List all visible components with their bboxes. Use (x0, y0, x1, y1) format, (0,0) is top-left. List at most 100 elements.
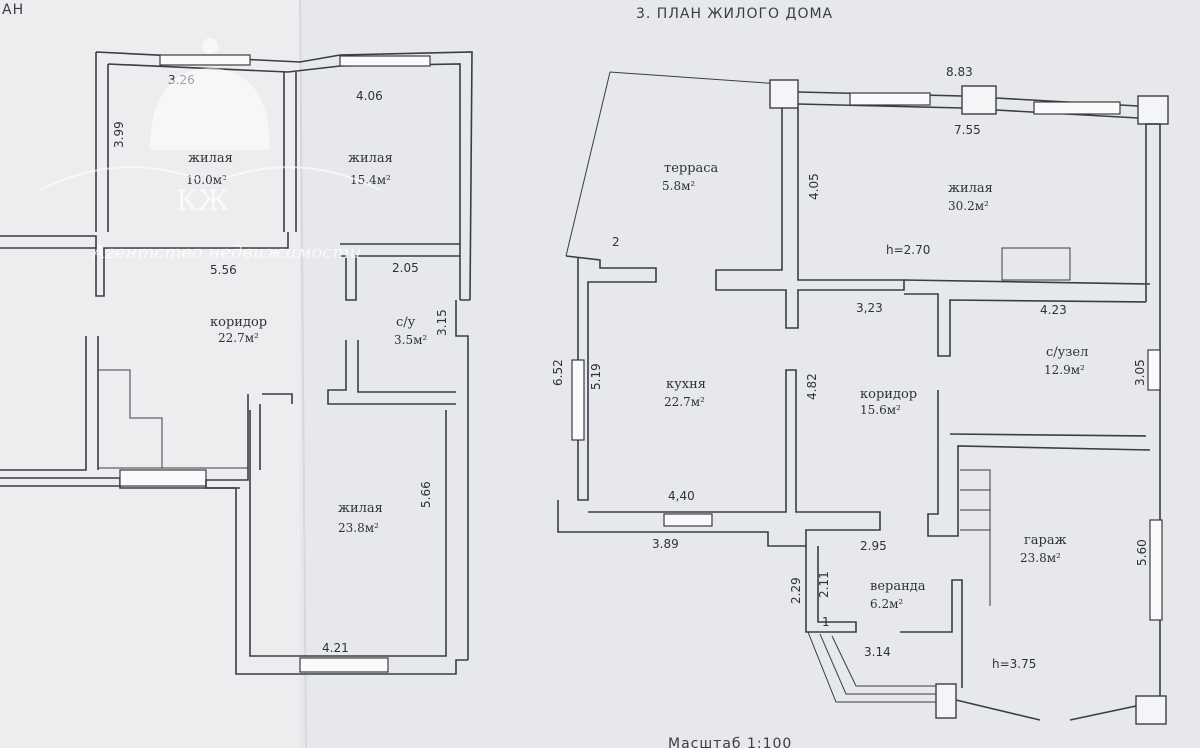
room-name: коридор (860, 387, 917, 402)
dimension: 2.05 (392, 261, 419, 275)
window (1033, 101, 1121, 115)
left-plan: жилая 10.0м² жилая 15.4м² коридор 22.7м²… (0, 51, 473, 675)
dimension: h=3.75 (992, 657, 1036, 671)
dimension: 5.60 (1135, 539, 1149, 566)
room-name: жилая (948, 181, 993, 196)
bedroom-walls (249, 410, 447, 657)
dimension: 4.05 (807, 173, 821, 200)
window (1147, 349, 1161, 391)
watermark-monogram: КЖ (176, 184, 230, 217)
dimension: 4.23 (1040, 303, 1067, 317)
column (769, 79, 799, 109)
room-area: 23.8м² (1020, 551, 1061, 565)
wall (1145, 123, 1161, 716)
column (961, 85, 997, 115)
wall (955, 699, 1137, 721)
page-title: 3. ПЛАН ЖИЛОГО ДОМА (636, 6, 833, 22)
dimension: 3.14 (864, 645, 891, 659)
wall (565, 255, 657, 501)
watermark-agency: Агентство недвижимости (90, 242, 361, 263)
room-name: веранда (870, 579, 926, 594)
room-area: 5.8м² (662, 179, 695, 193)
dimension: 5.56 (210, 263, 237, 277)
room-area: 10.0м² (186, 173, 227, 187)
paper-fold (299, 0, 307, 748)
wall (927, 390, 1151, 537)
dimension: 5.19 (589, 363, 603, 390)
fireplace (1001, 247, 1071, 281)
room-area: 3.5м² (394, 333, 427, 347)
window (1149, 519, 1163, 621)
dimension: 3.99 (112, 121, 126, 148)
room-name: с/у (396, 315, 416, 330)
dimension: 3.05 (1133, 359, 1147, 386)
window (299, 657, 389, 673)
dimension: 5.66 (419, 481, 433, 508)
room-name: кухня (666, 377, 706, 392)
room-area: 6.2м² (870, 597, 903, 611)
dimension: 4.06 (356, 89, 383, 103)
dimension: 3.15 (435, 309, 449, 336)
dimension: 2.11 (817, 571, 831, 598)
room-name: жилая (338, 501, 383, 516)
agency-watermark: КЖ Агентство недвижимости (39, 38, 381, 263)
dimension: 2.95 (860, 539, 887, 553)
room-area: 15.6м² (860, 403, 901, 417)
wall (903, 279, 1151, 357)
veranda-walls (805, 546, 963, 688)
dimension: 8.83 (946, 65, 973, 79)
dimension: 3.89 (652, 537, 679, 551)
window (159, 54, 251, 66)
wall (0, 232, 289, 297)
window (571, 359, 585, 441)
room-area: 22.7м² (664, 395, 705, 409)
dimension: 2.29 (789, 577, 803, 604)
room-name: жилая (188, 151, 233, 166)
room-area: 12.9м² (1044, 363, 1085, 377)
wc-walls (327, 340, 456, 405)
section-marker: 1 (822, 615, 830, 629)
dimension: 4.21 (322, 641, 349, 655)
column (1135, 695, 1167, 725)
dimension: 4,40 (668, 489, 695, 503)
scale-note: Масштаб 1:100 (668, 736, 792, 748)
left-top-walls (95, 51, 473, 301)
right-plan: терраса 5.8м² жилая 30.2м² кухня 22.7м² … (551, 65, 1169, 725)
room-area: 15.4м² (350, 173, 391, 187)
window (849, 92, 931, 106)
room-name: гараж (1024, 533, 1067, 548)
wall (205, 393, 468, 675)
paper-panel-right (300, 0, 1200, 748)
ornament-icon (39, 166, 381, 191)
column (935, 683, 957, 719)
wall (557, 369, 881, 547)
dimension: 7.55 (954, 123, 981, 137)
steps (807, 631, 936, 703)
stair (960, 469, 991, 606)
room-name: терраса (664, 161, 719, 176)
left-header-fragment: АН (2, 2, 24, 18)
window (119, 469, 207, 487)
dimension: h=2.70 (886, 243, 930, 257)
room-area: 22.7м² (218, 331, 259, 345)
column (1137, 95, 1169, 125)
dimension: 3,23 (856, 301, 883, 315)
wall (340, 243, 460, 301)
wall (715, 108, 905, 329)
room-name: с/узел (1046, 345, 1088, 360)
dimension: 6.52 (551, 359, 565, 386)
stair (98, 369, 248, 469)
crown-icon (150, 68, 270, 150)
room-name: коридор (210, 315, 267, 330)
room-name: жилая (348, 151, 393, 166)
room-area: 30.2м² (948, 199, 989, 213)
window (663, 513, 713, 527)
crown-jewel-icon (202, 38, 218, 54)
window (339, 55, 431, 67)
room-area: 23.8м² (338, 521, 379, 535)
partition (283, 72, 297, 232)
section-marker: 2 (612, 235, 620, 249)
terrace-outline (565, 71, 781, 257)
